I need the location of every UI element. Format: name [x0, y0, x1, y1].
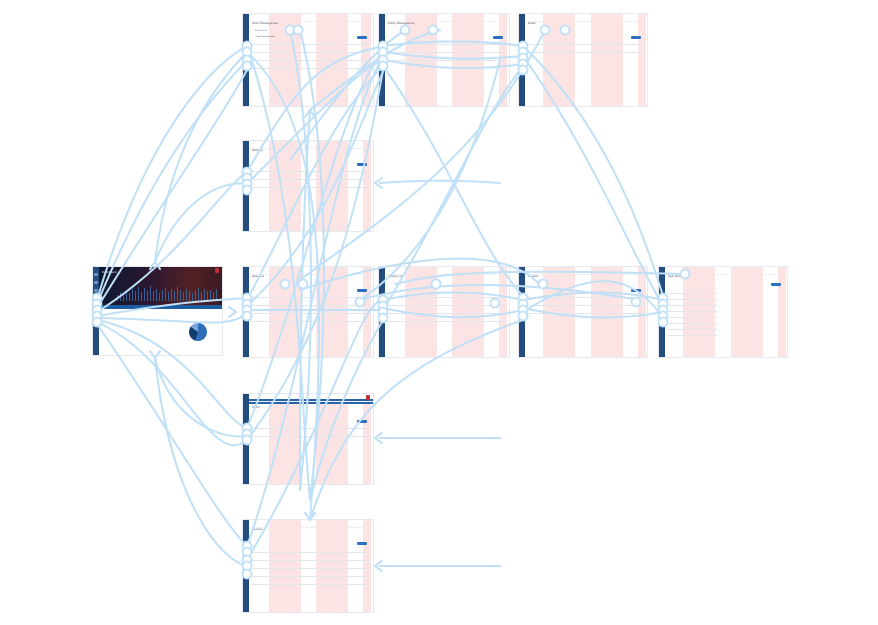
dashboard-nav-strip [99, 305, 222, 309]
sidebar-rail [379, 267, 385, 357]
primary-button[interactable] [357, 420, 367, 423]
avatar [366, 395, 370, 400]
screen-users[interactable]: Users Management Add New User + New User… [242, 13, 374, 107]
mini-chart-bar [120, 292, 121, 301]
primary-button[interactable] [493, 36, 503, 39]
mini-chart-bar [159, 293, 160, 301]
mini-chart-bar [168, 292, 169, 301]
mini-chart-bar [147, 290, 148, 301]
primary-button[interactable] [631, 36, 641, 39]
flow-connector [246, 69, 384, 441]
screen-reports[interactable]: Reports [518, 266, 648, 358]
flow-arrowhead [373, 177, 383, 189]
mini-chart-bar [123, 294, 124, 301]
sidebar-rail [379, 14, 385, 106]
sidebar-rail [243, 520, 249, 612]
screen-title: Users Management [252, 21, 279, 25]
flow-arrowhead [228, 306, 238, 318]
screen-title: Policy Management [388, 21, 415, 25]
flow-connector [246, 51, 384, 429]
mini-chart-bar [132, 289, 133, 301]
flow-connector [154, 51, 248, 263]
mini-chart-bar [171, 289, 172, 301]
mini-chart-bar [204, 289, 205, 301]
mini-chart-bar [192, 293, 193, 301]
sidebar-rail [243, 14, 249, 106]
screen-sessions[interactable]: Sessions [242, 266, 374, 358]
mini-chart-bar [210, 290, 211, 301]
screen-settings[interactable]: Settings [242, 140, 374, 232]
primary-button[interactable] [357, 289, 367, 292]
flow-arrowhead [304, 108, 316, 118]
mini-chart-bar [216, 289, 217, 301]
add-user-link[interactable]: Add New User [255, 30, 268, 32]
mini-chart-bar [162, 290, 163, 301]
screen-alerts[interactable]: Alerts [242, 393, 374, 485]
mini-chart-bar [156, 289, 157, 301]
screen-title: User Detail [668, 274, 683, 278]
dashboard-hero: Dashboard [99, 267, 222, 305]
flow-connector [154, 357, 248, 567]
sidebar-rail [519, 267, 525, 357]
flow-arrowhead [373, 432, 383, 444]
avatar [215, 268, 219, 273]
screen-title: Activity Log [388, 274, 404, 278]
flow-connector [154, 357, 248, 438]
primary-button[interactable] [357, 36, 367, 39]
mini-chart-bar [213, 292, 214, 301]
flow-connector [96, 323, 248, 547]
flow-connector [379, 179, 501, 184]
screen-title: Roles [528, 21, 536, 25]
mini-chart-bar [117, 295, 118, 301]
mini-chart-bar [138, 287, 139, 301]
sidebar-rail [243, 141, 249, 231]
section-subtitle: + New Users Sessions [255, 36, 276, 38]
mini-chart-bar [126, 290, 127, 301]
sidebar-rail [659, 267, 665, 357]
screen-activity[interactable]: Activity Log [378, 266, 510, 358]
dashboard-mini-chart [117, 281, 218, 301]
screen-devices[interactable]: Devices [242, 519, 374, 613]
dashboard-pie-chart [189, 323, 207, 341]
mini-chart-bar [129, 293, 130, 301]
primary-button[interactable] [631, 289, 641, 292]
mini-chart-bar [174, 291, 175, 301]
sidebar-rail [243, 267, 249, 357]
screen-title: Settings [252, 148, 263, 152]
flow-connector [154, 182, 248, 263]
screen-title: Dashboard [102, 270, 117, 274]
mini-chart-bar [189, 291, 190, 301]
screen-roles[interactable]: Roles [518, 13, 648, 107]
screen-title: Devices [252, 527, 263, 531]
flow-connector [96, 45, 248, 301]
mini-chart-bar [180, 290, 181, 301]
mini-chart-bar [195, 290, 196, 301]
mini-chart-bar [165, 288, 166, 301]
mini-chart-bar [150, 286, 151, 301]
mini-chart-bar [186, 289, 187, 301]
mini-chart-bar [207, 291, 208, 301]
screen-policies[interactable]: Policy Management [378, 13, 510, 107]
primary-button[interactable] [357, 163, 367, 166]
mini-chart-bar [141, 292, 142, 301]
mini-chart-bar [153, 291, 154, 301]
screen-title: Alerts [252, 405, 260, 409]
screen-title: Sessions [252, 274, 265, 278]
primary-button[interactable] [357, 542, 367, 545]
screen-profile[interactable]: User Detail [658, 266, 788, 358]
mini-chart-bar [201, 292, 202, 301]
mini-chart-bar [177, 287, 178, 301]
mini-chart-bar [183, 292, 184, 301]
primary-button[interactable] [771, 283, 781, 286]
mini-chart-bar [135, 291, 136, 301]
sidebar-rail [243, 394, 249, 484]
flow-arrowhead [373, 560, 383, 572]
screen-dashboard[interactable]: Dashboard [92, 266, 223, 356]
mini-chart-bar [198, 288, 199, 301]
screen-title: Reports [528, 274, 539, 278]
mini-chart-bar [144, 288, 145, 301]
sidebar-rail [519, 14, 525, 106]
